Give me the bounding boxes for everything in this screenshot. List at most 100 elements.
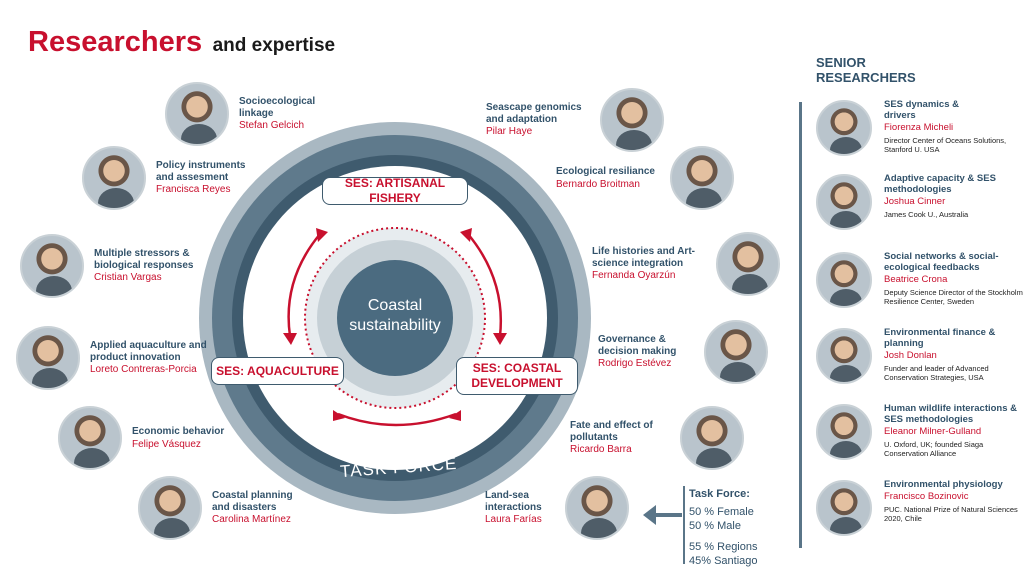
task-force-divider [683, 486, 685, 564]
researcher-topic: Land-sea interactions [485, 490, 542, 513]
researcher-name: Pilar Haye [486, 126, 533, 138]
arrowhead [283, 333, 297, 345]
senior-divider [799, 102, 802, 548]
senior-researcher-card: Environmental physiology Francisco Bozin… [816, 479, 1024, 536]
researcher-card: Life histories and Art-science integrati… [592, 232, 780, 296]
stats-arrow-shaft [652, 513, 682, 517]
title-main: Researchers [28, 26, 203, 58]
ses-aquaculture-label: SES: AQUACULTURE [216, 363, 339, 378]
researcher-topic: Environmental finance & planning [884, 327, 996, 349]
researcher-affiliation: PUC. National Prize of Natural Sciences … [884, 504, 1018, 523]
task-force-heading: Task Force: [689, 488, 750, 500]
senior-researcher-card: Social networks & social-ecological feed… [816, 251, 1024, 308]
avatar [58, 406, 122, 470]
avatar [565, 476, 629, 540]
researcher-name: Francisca Reyes [156, 184, 231, 196]
researcher-topic: Fate and effect of pollutants [570, 420, 653, 443]
researcher-name: Carolina Martínez [212, 514, 291, 526]
researcher-name: Ricardo Barra [570, 444, 632, 456]
researcher-card: Coastal planning and disasters Carolina … [138, 476, 312, 540]
page-title: Researchers and expertise [28, 26, 335, 59]
arrow-left [287, 233, 321, 337]
senior-researcher-card: Adaptive capacity & SES methodologies Jo… [816, 173, 1024, 230]
avatar [20, 234, 84, 298]
researcher-affiliation: Director Center of Oceans Solutions, Sta… [884, 135, 1007, 154]
stat-santiago: 45% Santiago [689, 555, 758, 567]
researcher-affiliation: Deputy Science Director of the Stockholm… [884, 287, 1023, 306]
senior-researcher-card: SES dynamics & drivers Fiorenza Micheli … [816, 99, 1024, 156]
stats-arrow-head [643, 505, 656, 525]
researcher-topic: Environmental physiology [884, 479, 1003, 490]
researcher-name: Rodrigo Estévez [598, 358, 672, 370]
avatar [816, 480, 872, 536]
researcher-name: Joshua Cinner [884, 195, 946, 207]
center-label: Coastal sustainability [349, 297, 441, 334]
researcher-name: Stefan Gelcich [239, 120, 305, 132]
avatar [670, 146, 734, 210]
avatar [816, 100, 872, 156]
ses-aquaculture: SES: AQUACULTURE [211, 357, 344, 385]
avatar [704, 320, 768, 384]
researcher-name: Laura Farías [485, 514, 542, 526]
avatar [165, 82, 229, 146]
researcher-topic: Ecological resiliance [556, 166, 655, 177]
stat-female: 50 % Female [689, 505, 754, 518]
researcher-topic: Socioecological linkage [239, 96, 316, 119]
researcher-topic: Applied aquaculture and product innovati… [90, 340, 207, 363]
researcher-card: Policy instruments and assesment Francis… [82, 146, 266, 210]
researcher-card: Ecological resiliance Bernardo Broitman [556, 146, 734, 210]
avatar [82, 146, 146, 210]
core-circle [337, 260, 453, 376]
researcher-topic: Coastal planning and disasters [212, 490, 293, 513]
arrow-right [467, 233, 502, 337]
ses-artisanal-fishery: SES: ARTISANAL FISHERY [322, 176, 468, 205]
arrowhead [449, 410, 461, 421]
avatar [600, 88, 664, 152]
researcher-card: Governance & decision making Rodrigo Est… [598, 320, 768, 384]
stat-male: 50 % Male [689, 519, 741, 532]
avatar [16, 326, 80, 390]
researcher-affiliation: Funder and leader of Advanced Conservati… [884, 363, 989, 382]
avatar [816, 252, 872, 308]
researcher-name: Fernanda Oyarzún [592, 270, 676, 282]
ses-fishery-label: SES: ARTISANAL FISHERY [344, 176, 446, 205]
cycle-arrows [287, 233, 502, 427]
researcher-topic: SES dynamics & drivers [884, 99, 959, 121]
researcher-card: Multiple stressors & biological response… [20, 234, 214, 298]
avatar [816, 174, 872, 230]
researcher-card: Applied aquaculture and product innovati… [16, 326, 214, 390]
researcher-name: Bernardo Broitman [556, 178, 640, 190]
researcher-topic: Multiple stressors & biological response… [94, 248, 194, 271]
arrow-heads [283, 228, 507, 421]
researcher-name: Eleanor Milner-Gulland [884, 425, 982, 437]
researcher-card: Land-sea interactions Laura Farías [485, 476, 629, 540]
researcher-name: Josh Donlan [884, 349, 937, 361]
researcher-card: Socioecological linkage Stefan Gelcich [165, 82, 349, 146]
arrowhead [460, 228, 472, 242]
arrowhead [316, 228, 328, 242]
avatar [816, 404, 872, 460]
researcher-name: Loreto Contreras-Porcia [90, 364, 197, 376]
researcher-card: Seascape genomics and adaptation Pilar H… [486, 88, 664, 152]
researcher-topic: Adaptive capacity & SES methodologies [884, 173, 996, 195]
stats-arrow [643, 505, 682, 525]
task-force-stats: Task Force: 50 % Female 50 % Male 55 % R… [689, 488, 758, 569]
senior-researcher-card: Environmental finance & planning Josh Do… [816, 327, 1024, 384]
researcher-topic: Governance & decision making [598, 334, 677, 357]
researcher-topic: Policy instruments and assesment [156, 160, 246, 183]
researcher-name: Francisco Bozinovic [884, 490, 969, 502]
stat-regions: 55 % Regions [689, 541, 758, 554]
avatar [680, 406, 744, 470]
senior-researcher-card: Human wildlife interactions & SES method… [816, 403, 1024, 460]
arrow-bottom [337, 412, 457, 427]
researcher-topic: Human wildlife interactions & SES method… [884, 403, 1018, 425]
researcher-affiliation: U. Oxford, UK; founded Siaga Conservatio… [884, 439, 984, 458]
researcher-name: Fiorenza Micheli [884, 121, 954, 133]
researcher-name: Felipe Vásquez [132, 438, 201, 450]
arrowhead [493, 333, 507, 345]
researcher-card: Economic behavior Felipe Vásquez [58, 406, 242, 470]
researcher-topic: Economic behavior [132, 426, 225, 437]
ses-coastal-label: SES: COASTAL DEVELOPMENT [471, 361, 563, 390]
researcher-topic: Life histories and Art-science integrati… [592, 246, 695, 269]
arrowhead [333, 410, 345, 421]
